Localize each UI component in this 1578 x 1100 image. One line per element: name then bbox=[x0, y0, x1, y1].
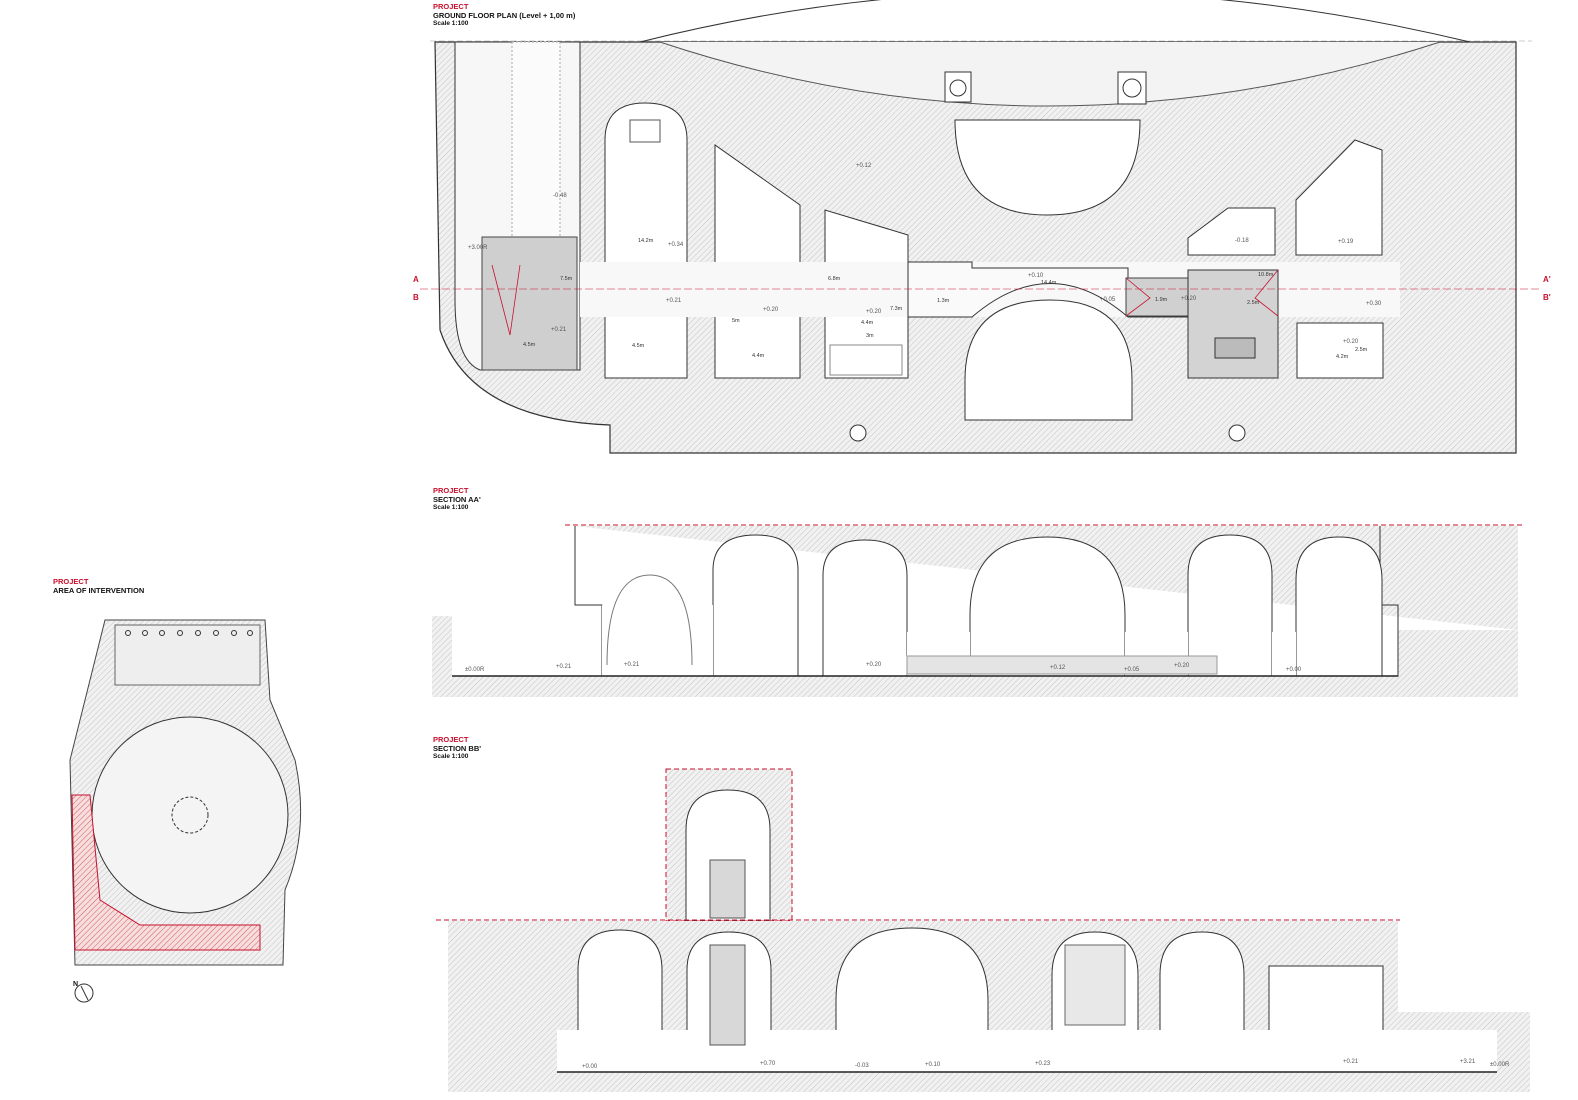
gravel-strip bbox=[511, 41, 561, 238]
level-label: +0.00 bbox=[1286, 667, 1302, 673]
level-label: +0.70 bbox=[760, 1061, 776, 1067]
level-label: +0.12 bbox=[856, 163, 872, 169]
level-label: +0.12 bbox=[1050, 665, 1066, 671]
dimension-label: 10.8m bbox=[1258, 272, 1274, 278]
dimension-label: 14.2m bbox=[638, 238, 654, 244]
dimension-label: 4.2m bbox=[1336, 354, 1349, 360]
arched-exedra bbox=[964, 299, 1133, 421]
level-label: +0.34 bbox=[668, 242, 684, 248]
plan-title: GROUND FLOOR PLAN (Level + 1,00 m) bbox=[433, 10, 576, 20]
level-label: +0.20 bbox=[763, 307, 779, 313]
archaeological-remains bbox=[1064, 944, 1126, 1026]
level-label: -0.48 bbox=[553, 193, 567, 199]
level-label: +0.10 bbox=[925, 1062, 941, 1068]
level-label: ±0.00R bbox=[1490, 1062, 1510, 1068]
level-label: ±0.00R bbox=[465, 667, 485, 673]
area-title: AREA OF INTERVENTION bbox=[53, 585, 145, 595]
dimension-label: 2.5m bbox=[1355, 347, 1368, 353]
section-bb-project-label: PROJECT bbox=[433, 735, 469, 744]
marker-b-prime: B' bbox=[1543, 293, 1551, 302]
rotunda-niche bbox=[954, 119, 1141, 216]
level-label: +0.05 bbox=[1100, 297, 1116, 303]
dimension-label: 4.4m bbox=[861, 320, 874, 326]
dimension-label: 2.5m bbox=[1247, 300, 1260, 306]
lift-tower bbox=[709, 859, 746, 919]
dimension-label: 1.9m bbox=[1155, 297, 1168, 303]
dimension-label: 4.5m bbox=[632, 343, 645, 349]
level-label: -0.03 bbox=[855, 1063, 869, 1069]
dimension-label: 4.5m bbox=[523, 342, 536, 348]
section-bb-levels: +0.00 +0.70 -0.03 +0.10 +0.23 +0.21 +3.2… bbox=[582, 1059, 1510, 1070]
section-bb-title-block: PROJECT SECTION BB' Scale 1:100 bbox=[433, 735, 482, 762]
level-label: +3.00R bbox=[468, 245, 488, 251]
level-label: +0.30 bbox=[1366, 301, 1382, 307]
section-aa-title-block: PROJECT SECTION AA' Scale 1:100 bbox=[433, 486, 481, 513]
dimension-label: 1.3m bbox=[937, 298, 950, 304]
dimension-label: 14.4m bbox=[1041, 280, 1057, 286]
plan-scale: Scale 1:100 bbox=[433, 20, 469, 27]
level-label: +0.21 bbox=[556, 664, 572, 670]
marker-b: B bbox=[413, 293, 419, 302]
dimension-label: 6.8m bbox=[828, 276, 841, 282]
section-aa: ±0.00R +0.21 +0.21 +0.20 +0.12 +0.05 +0.… bbox=[432, 524, 1524, 697]
intervention-area bbox=[71, 794, 261, 951]
level-label: +0.00 bbox=[582, 1064, 598, 1070]
dimension-label: 4.4m bbox=[752, 353, 765, 359]
north-arrow bbox=[74, 983, 94, 1003]
level-label: +0.21 bbox=[666, 298, 682, 304]
marker-a: A bbox=[413, 275, 419, 284]
plan-title-block: PROJECT GROUND FLOOR PLAN (Level + 1,00 … bbox=[433, 2, 576, 29]
elevator-shaft bbox=[1214, 337, 1256, 359]
area-of-intervention-map: N bbox=[69, 619, 302, 1003]
level-label: +0.10 bbox=[1028, 273, 1044, 279]
level-label: +0.21 bbox=[624, 662, 640, 668]
north-label: N bbox=[73, 981, 78, 988]
marker-a-prime: A' bbox=[1543, 275, 1551, 284]
level-label: +0.20 bbox=[866, 309, 882, 315]
plan-dimensions: 7.5m 4.5m 14.2m 4.5m 5m 4.4m 6.8m 4.4m 7… bbox=[523, 238, 1368, 360]
level-label: +0.20 bbox=[1181, 296, 1197, 302]
room-2 bbox=[714, 144, 801, 379]
section-aa-project-label: PROJECT bbox=[433, 486, 469, 495]
plan-project-label: PROJECT bbox=[433, 2, 469, 11]
section-bb-scale: Scale 1:100 bbox=[433, 753, 469, 760]
level-label: +0.21 bbox=[551, 327, 567, 333]
section-aa-levels: ±0.00R +0.21 +0.21 +0.20 +0.12 +0.05 +0.… bbox=[465, 662, 1302, 673]
level-label: +0.05 bbox=[1124, 667, 1140, 673]
level-label: +0.19 bbox=[1338, 239, 1354, 245]
area-title-block: PROJECT AREA OF INTERVENTION bbox=[53, 577, 145, 595]
level-label: +0.20 bbox=[1343, 339, 1359, 345]
level-label: +0.20 bbox=[866, 662, 882, 668]
section-aa-title: SECTION AA' bbox=[433, 494, 481, 504]
section-bb: +0.00 +0.70 -0.03 +0.10 +0.23 +0.21 +3.2… bbox=[436, 768, 1530, 1092]
toilets bbox=[1296, 322, 1384, 379]
lift-lobby bbox=[1125, 277, 1189, 317]
plan-levels: +3.00R -0.48 +0.21 +0.34 +0.21 +0.20 +0.… bbox=[468, 163, 1382, 345]
level-label: +0.20 bbox=[1174, 663, 1190, 669]
ramp-area bbox=[481, 236, 578, 371]
level-label: +0.21 bbox=[1343, 1059, 1359, 1065]
dimension-label: 7.5m bbox=[560, 276, 573, 282]
level-label: +3.21 bbox=[1460, 1059, 1476, 1065]
level-label: -0.18 bbox=[1235, 238, 1249, 244]
section-bb-title: SECTION BB' bbox=[433, 743, 482, 753]
section-line-markers: A B A' B' bbox=[413, 275, 1551, 302]
dimension-label: 7.3m bbox=[890, 306, 903, 312]
dimension-label: 3m bbox=[866, 333, 874, 339]
level-label: +0.23 bbox=[1035, 1061, 1051, 1067]
section-aa-scale: Scale 1:100 bbox=[433, 504, 469, 511]
ground-floor-plan: A B A' B' +3.00R -0.48 +0.21 +0.34 +0.21… bbox=[413, 0, 1551, 454]
dimension-label: 5m bbox=[732, 318, 740, 324]
area-project-label: PROJECT bbox=[53, 577, 89, 586]
